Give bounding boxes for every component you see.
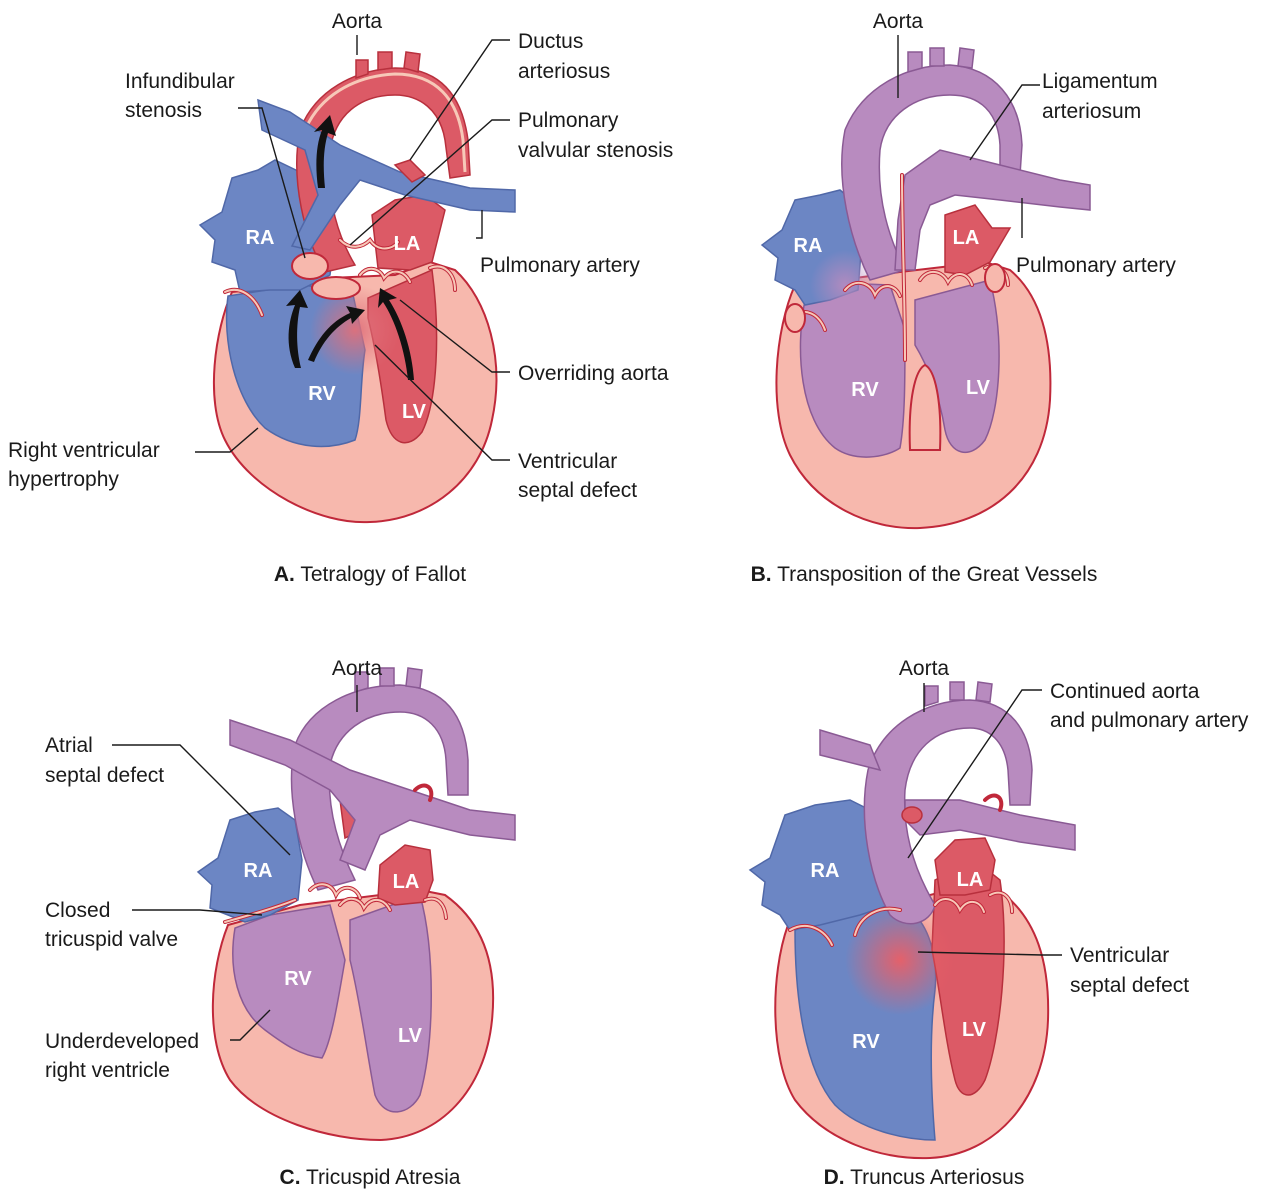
chamber-label-rv: RV <box>284 968 312 990</box>
valve-leaflet <box>785 304 805 332</box>
label-right-ventricular-hypertrophy: Right ventricular <box>8 439 160 462</box>
chamber-label-lv: LV <box>962 1019 987 1041</box>
label-aorta: Aorta <box>899 657 950 680</box>
chamber-label-ra: RA <box>794 235 823 257</box>
label-infundibular-stenosis-2: stenosis <box>125 99 202 122</box>
label-underdeveloped-right-ventricle: Underdeveloped <box>45 1030 199 1053</box>
label-continued-aorta-and-pulmonary-artery-2: and pulmonary artery <box>1050 709 1249 732</box>
vessel-opening <box>902 807 922 823</box>
pulmonary-branch <box>820 730 880 770</box>
aortic-branch <box>950 682 964 700</box>
chamber-label-lv: LV <box>398 1025 423 1047</box>
chamber-label-rv: RV <box>851 379 879 401</box>
label-pulmonary-artery: Pulmonary artery <box>1016 254 1176 277</box>
panel-c-tricuspid-atresia: RA LA RV LV Aorta Atrial septal defect C… <box>45 657 515 1189</box>
chamber-label-la: LA <box>393 871 420 893</box>
panel-a-tetralogy-of-fallot: RA LA RV LV Aorta Ductus arteriosus Infu… <box>8 10 673 586</box>
valve-leaflet <box>985 264 1005 292</box>
label-aorta: Aorta <box>332 10 383 33</box>
label-aorta: Aorta <box>332 657 383 680</box>
pulmonary-valve-stenosis <box>312 277 360 299</box>
label-infundibular-stenosis: Infundibular <box>125 70 235 93</box>
label-ductus-arteriosus-2: arteriosus <box>518 60 610 83</box>
infundibular-stenosis <box>292 253 328 279</box>
label-ventricular-septal-defect: Ventricular <box>518 450 617 473</box>
chamber-label-rv: RV <box>852 1031 880 1053</box>
label-ligamentum-arteriosum: Ligamentum <box>1042 70 1158 93</box>
label-pulmonary-valvular-stenosis-2: valvular stenosis <box>518 139 673 162</box>
panel-caption: C. Tricuspid Atresia <box>280 1166 461 1189</box>
label-atrial-septal-defect: Atrial <box>45 734 93 757</box>
label-ductus-arteriosus: Ductus <box>518 30 583 53</box>
label-atrial-septal-defect-2: septal defect <box>45 764 164 787</box>
panel-b-transposition-of-the-great-vessels: RA LA RV LV Aorta Ligamentum arteriosum … <box>751 10 1177 586</box>
label-ventricular-septal-defect: Ventricular <box>1070 944 1169 967</box>
aortic-branch <box>356 60 368 78</box>
aortic-branch <box>958 48 974 68</box>
chamber-label-lv: LV <box>966 377 991 399</box>
panel-caption: D. Truncus Arteriosus <box>824 1166 1025 1189</box>
chamber-label-lv: LV <box>402 401 427 423</box>
aortic-branch <box>378 52 392 70</box>
label-overriding-aorta: Overriding aorta <box>518 362 669 385</box>
panel-caption: A. Tetralogy of Fallot <box>274 563 466 586</box>
label-aorta: Aorta <box>873 10 924 33</box>
chamber-label-la: LA <box>394 233 421 255</box>
aortic-branch <box>976 682 992 702</box>
label-ventricular-septal-defect-2: septal defect <box>518 479 637 502</box>
chamber-label-rv: RV <box>308 383 336 405</box>
label-ventricular-septal-defect-2: septal defect <box>1070 974 1189 997</box>
aortic-branch <box>406 668 422 688</box>
label-underdeveloped-right-ventricle-2: right ventricle <box>45 1059 170 1082</box>
panel-d-truncus-arteriosus: RA LA RV LV Aorta Continued aorta and pu… <box>750 657 1249 1189</box>
label-closed-tricuspid-valve-2: tricuspid valve <box>45 928 178 951</box>
chamber-label-ra: RA <box>244 860 273 882</box>
label-continued-aorta-and-pulmonary-artery: Continued aorta <box>1050 680 1200 703</box>
label-closed-tricuspid-valve: Closed <box>45 899 110 922</box>
panel-caption: B. Transposition of the Great Vessels <box>751 563 1098 586</box>
aortic-branch <box>925 686 938 706</box>
aortic-branch <box>908 52 922 72</box>
label-pulmonary-valvular-stenosis: Pulmonary <box>518 109 619 132</box>
aortic-branch <box>404 52 420 72</box>
label-ligamentum-arteriosum-2: arteriosum <box>1042 100 1141 123</box>
aortic-branch <box>930 48 944 66</box>
chamber-label-ra: RA <box>811 860 840 882</box>
label-pulmonary-artery: Pulmonary artery <box>480 254 640 277</box>
chamber-label-la: LA <box>957 869 984 891</box>
chamber-label-la: LA <box>953 227 980 249</box>
label-right-ventricular-hypertrophy-2: hypertrophy <box>8 468 119 491</box>
chamber-label-ra: RA <box>246 227 275 249</box>
